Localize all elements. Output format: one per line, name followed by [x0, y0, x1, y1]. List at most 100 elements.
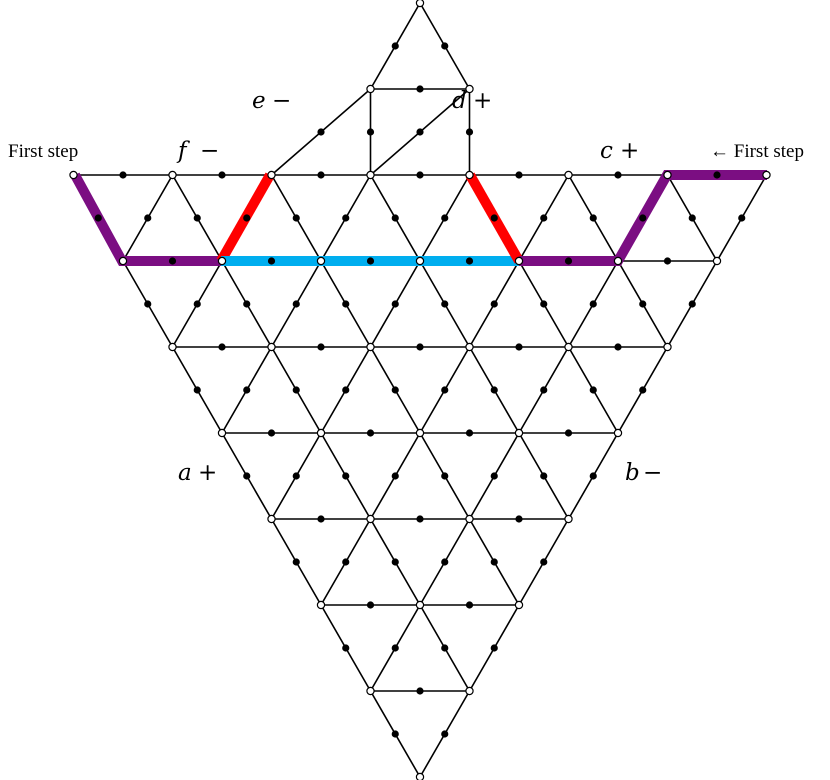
midpoint-dot [441, 42, 449, 50]
midpoint-dot [589, 386, 597, 394]
lattice-vertex [613, 428, 623, 438]
midpoint-dot [441, 386, 449, 394]
lattice-vertex [316, 600, 326, 610]
midpoint-dot [218, 343, 226, 351]
midpoint-dot [465, 429, 474, 437]
midpoint-dot [292, 558, 300, 566]
lattice-vertex [366, 686, 375, 696]
midpoint-dot [540, 558, 548, 566]
lattice-vertex [415, 428, 425, 438]
midpoint-dot [317, 128, 325, 136]
midpoint-dot [193, 214, 201, 222]
label-a-letter: a [178, 460, 192, 486]
midpoint-dot [243, 300, 251, 308]
midpoint-dot [366, 128, 375, 136]
midpoint-dot [490, 472, 498, 480]
lattice-vertex [69, 170, 78, 180]
label-f-letter: f [176, 138, 190, 164]
midpoint-dot [515, 171, 523, 179]
midpoint-dot [416, 128, 424, 136]
midpoint-dot [119, 171, 127, 179]
lattice-vertex [564, 170, 573, 180]
lattice-vertex [316, 256, 326, 266]
midpoint-dot [342, 300, 350, 308]
midpoint-dot [465, 257, 474, 265]
label-b-sign: − [643, 460, 662, 486]
midpoint-dot [391, 42, 399, 50]
lattice-vertex [366, 84, 375, 94]
label-d-letter: d [452, 88, 467, 114]
midpoint-dot [441, 730, 449, 738]
midpoint-dot [342, 558, 350, 566]
midpoint-dot [317, 343, 325, 351]
lattice-vertex [465, 342, 474, 352]
midpoint-dot [564, 429, 573, 437]
midpoint-dot [441, 558, 449, 566]
midpoint-dot [465, 128, 474, 136]
label-f-sign: − [200, 138, 219, 164]
lattice-vertex [118, 256, 128, 266]
label-e-letter: e [252, 88, 266, 114]
midpoint-dot [416, 687, 424, 695]
label-b-letter: b [625, 460, 640, 486]
label-a-sign: + [198, 460, 217, 486]
midpoint-dot [589, 214, 597, 222]
lattice-vertex [465, 84, 474, 94]
midpoint-dot [441, 644, 449, 652]
midpoint-dot [639, 300, 647, 308]
midpoint-dot [490, 214, 498, 222]
midpoint-dot [540, 214, 548, 222]
midpoint-dot [366, 429, 375, 437]
midpoint-dot [292, 300, 300, 308]
midpoint-dot [490, 300, 498, 308]
label-c-sign: + [620, 138, 639, 164]
midpoint-dot [688, 214, 696, 222]
lattice-vertex [415, 600, 425, 610]
highlighted-paths [70, 170, 767, 266]
midpoint-dot [540, 386, 548, 394]
label-first-step-left: First step [8, 141, 78, 162]
lattice-vertex [465, 686, 474, 696]
midpoint-dot [465, 601, 474, 609]
midpoint-dot [292, 472, 300, 480]
lattice-vertex [514, 256, 524, 266]
lattice-vertex [366, 342, 375, 352]
midpoint-dot [738, 214, 746, 222]
midpoint-dot [193, 386, 201, 394]
lattice-vertex [366, 514, 375, 524]
midpoint-dot [416, 85, 424, 93]
midpoint-dot [614, 343, 622, 351]
lattice-vertex [465, 514, 474, 524]
lattice-vertex [613, 256, 623, 266]
midpoint-dot [713, 171, 721, 179]
midpoint-dot [342, 214, 350, 222]
midpoint-dot [688, 300, 696, 308]
lattice-vertex [267, 170, 276, 180]
lattice-vertex [514, 600, 524, 610]
midpoint-dot [515, 343, 523, 351]
midpoint-dot [441, 472, 449, 480]
lattice-vertex [267, 514, 276, 524]
midpoint-dot [416, 343, 424, 351]
midpoint-dot [391, 300, 399, 308]
midpoint-dot [342, 386, 350, 394]
lattice-vertex [564, 514, 573, 524]
midpoint-dot [391, 214, 399, 222]
midpoint-dot [267, 257, 276, 265]
midpoint-dot [342, 644, 350, 652]
lattice-vertex [316, 428, 326, 438]
label-c-letter: c [600, 138, 613, 164]
midpoint-dot [540, 300, 548, 308]
midpoint-dot [490, 558, 498, 566]
midpoint-dot [94, 214, 102, 222]
midpoint-dot [243, 386, 251, 394]
lattice-vertex [762, 170, 771, 180]
midpoint-dot [639, 214, 647, 222]
lattice-vertex [564, 342, 573, 352]
midpoint-dot [490, 386, 498, 394]
midpoint-dot [144, 214, 152, 222]
midpoint-dot [614, 171, 622, 179]
midpoint-dot [292, 214, 300, 222]
midpoint-dot [168, 257, 177, 265]
